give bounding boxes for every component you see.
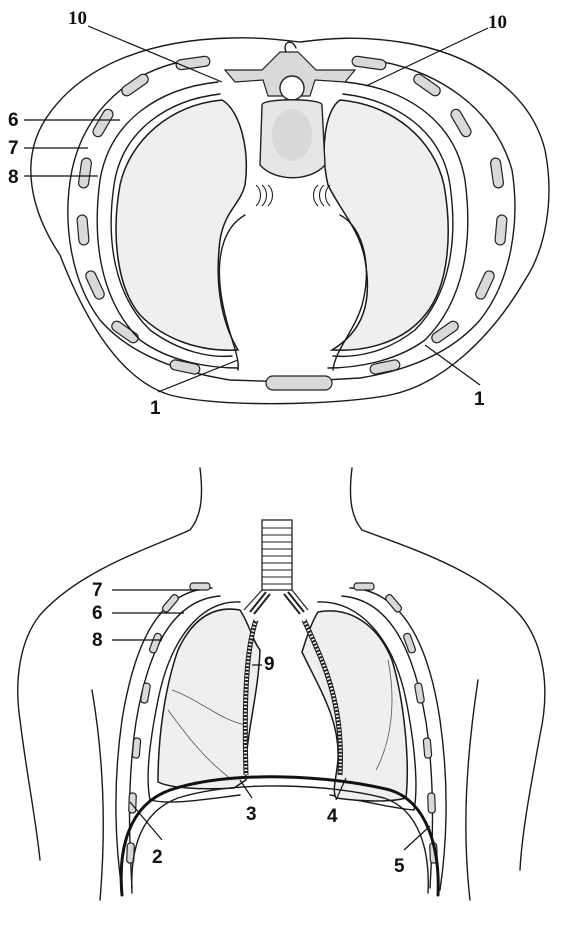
label-10-left: 10 [68,8,87,29]
label-9: 9 [264,654,275,675]
leader-10-left [88,26,222,82]
leader-10-right [366,28,488,86]
trachea [262,520,292,590]
leader-1-right [425,345,480,385]
label-7-top: 7 [8,138,19,159]
arm-line-right [466,680,478,900]
frontal-view: 7 6 8 9 2 3 4 5 [18,468,545,900]
leader-5 [404,826,430,850]
label-5: 5 [394,856,405,877]
label-6-front: 6 [92,603,103,624]
label-1-left: 1 [150,398,161,419]
cross-section-view: 10 10 6 7 8 1 1 [8,8,549,419]
label-10-right: 10 [488,12,507,33]
label-2: 2 [152,847,163,868]
label-8-top: 8 [8,167,19,188]
leader-3 [240,780,252,798]
right-lung-front [302,611,407,801]
sternum [266,376,332,390]
bronchus-hatching-top [256,185,330,206]
arm-line-left [92,690,103,900]
label-8-front: 8 [92,630,103,651]
label-6-top: 6 [8,110,19,131]
label-3: 3 [246,804,257,825]
label-4: 4 [327,806,338,827]
main-bronchi [244,590,308,614]
label-7-front: 7 [92,580,103,601]
label-1-right: 1 [474,389,485,410]
